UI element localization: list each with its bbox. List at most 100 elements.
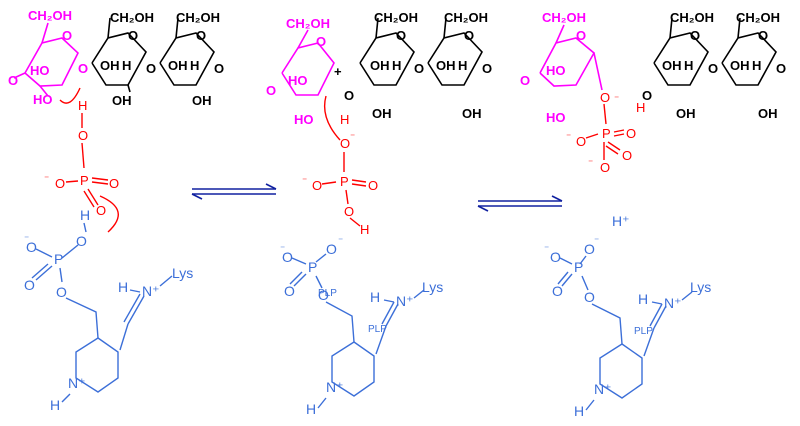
atom-label: O xyxy=(128,28,138,43)
atom-label: OH xyxy=(370,58,390,73)
atom-label: O xyxy=(146,61,156,76)
atom-label: N⁺ xyxy=(594,381,612,397)
plp-cofactor-1: H O P O ⁻ O O N⁺ H Lys N⁺ H xyxy=(24,207,193,413)
atom-label: ⁻ xyxy=(588,158,593,169)
atom-label: ⁻ xyxy=(350,132,355,143)
atom-label: H xyxy=(638,291,648,307)
atom-label: ⁻ xyxy=(566,132,571,143)
atom-label: O xyxy=(318,287,329,303)
atom-label: O xyxy=(76,233,87,249)
atom-label: PLP xyxy=(634,326,653,337)
atom-label: N⁺ xyxy=(396,293,414,309)
atom-label: O xyxy=(520,73,530,88)
equilibrium-arrow-1 xyxy=(191,183,277,200)
atom-label: P xyxy=(308,259,317,275)
atom-label: N⁺ xyxy=(326,379,344,395)
atom-label: O xyxy=(576,134,586,149)
atom-label: ⁻ xyxy=(44,174,49,185)
atom-label: CH₂OH xyxy=(28,8,72,23)
phosphate-group-2: O ⁻ P O ⁻ O O H xyxy=(302,132,378,237)
atom-label: CH₂OH xyxy=(176,10,220,25)
atom-label: H xyxy=(122,58,131,73)
glucose-1-phosphate: CH₂OH O O HO HO O P O ⁻ O O O ⁻ ⁻ xyxy=(520,10,636,175)
atom-label: O xyxy=(8,73,18,88)
glucose-chain-residue-6: CH₂OH O OH H OH O xyxy=(721,10,786,121)
stage-2-intermediate: CH₂OH O O HO HO + CH₂OH O O OH H OH O H … xyxy=(266,10,492,417)
atom-label: O xyxy=(316,34,326,49)
atom-label: OH xyxy=(112,93,132,108)
atom-label: H xyxy=(78,98,87,113)
atom-label: H xyxy=(684,58,693,73)
atom-label: O xyxy=(266,83,276,98)
atom-label: O xyxy=(326,241,337,257)
atom-label: ⁻ xyxy=(614,94,619,105)
atom-label: O xyxy=(708,61,718,76)
atom-label: N⁺ xyxy=(142,283,160,299)
atom-label: CH₂OH xyxy=(670,10,714,25)
atom-label: O xyxy=(584,241,595,257)
atom-label: H xyxy=(50,397,60,413)
atom-label: O xyxy=(776,61,786,76)
atom-label: OH xyxy=(662,58,682,73)
atom-label: O xyxy=(758,28,768,43)
atom-label: H xyxy=(370,289,380,305)
atom-label: P xyxy=(574,259,583,275)
atom-label: OH xyxy=(100,58,120,73)
atom-label: PLP xyxy=(318,288,337,299)
glucose-chain-residue-4: CH₂OH O OH H OH O xyxy=(427,10,492,121)
atom-label: OH xyxy=(192,93,212,108)
atom-label: P xyxy=(340,174,349,189)
atom-label: OH xyxy=(730,58,750,73)
atom-label: ⁻ xyxy=(24,234,29,245)
atom-label: O xyxy=(78,61,88,76)
atom-label: H xyxy=(360,222,369,237)
atom-label: OH xyxy=(372,106,392,121)
atom-label: O xyxy=(642,88,652,103)
plp-cofactor-2: O ⁻ P O ⁻ O O PLP PLP N⁺ H Lys N⁺ xyxy=(280,236,443,417)
atom-label: CH₂OH xyxy=(286,16,330,31)
atom-label: Lys xyxy=(172,265,193,281)
glucose-chain-residue-3: CH₂OH O O OH H OH O H xyxy=(340,10,424,127)
atom-label: O xyxy=(344,88,354,103)
phosphate-group-1: H O P O ⁻ O O xyxy=(44,98,119,233)
atom-label: CH₂OH xyxy=(110,10,154,25)
atom-label: HO xyxy=(288,73,308,88)
atom-label: O xyxy=(55,176,65,191)
glucose-chain-residue-5: CH₂OH O O H OH H OH O xyxy=(636,10,718,121)
atom-label: O xyxy=(552,283,563,299)
atom-label: OH xyxy=(436,58,456,73)
atom-label: H xyxy=(392,58,401,73)
atom-label: O xyxy=(396,28,406,43)
atom-label: O xyxy=(600,160,610,175)
atom-label: O xyxy=(78,128,88,143)
atom-label: H xyxy=(636,100,645,115)
atom-label: ⁻ xyxy=(594,236,599,247)
atom-label: HO xyxy=(546,110,566,125)
atom-label: H xyxy=(80,207,90,223)
atom-label: Lys xyxy=(690,279,711,295)
plp-cofactor-3: H⁺ O ⁻ P O ⁻ O O PLP N⁺ H Lys N⁺ xyxy=(544,213,711,419)
atom-label: O xyxy=(62,28,72,43)
atom-label: O xyxy=(600,90,610,105)
atom-label: + xyxy=(334,64,342,79)
atom-label: OH xyxy=(168,58,188,73)
atom-label: H xyxy=(574,403,584,419)
atom-label: O xyxy=(214,61,224,76)
atom-label: CH₂OH xyxy=(736,10,780,25)
stage-3-products: CH₂OH O O HO HO O P O ⁻ O O O ⁻ ⁻ CH xyxy=(520,10,786,419)
atom-label: Lys xyxy=(422,279,443,295)
glucose-chain-residue-2: CH₂OH O OH H OH O xyxy=(159,10,224,108)
atom-label: OH xyxy=(758,106,778,121)
atom-label: H xyxy=(190,58,199,73)
atom-label: N⁺ xyxy=(664,295,682,311)
atom-label: O xyxy=(56,284,67,300)
atom-label: H xyxy=(458,58,467,73)
atom-label: O xyxy=(414,61,424,76)
atom-label: CH₂OH xyxy=(374,10,418,25)
atom-label: O xyxy=(284,283,295,299)
atom-label: O xyxy=(368,178,378,193)
equilibrium-arrow-2 xyxy=(477,195,563,212)
atom-label: O xyxy=(464,28,474,43)
atom-label: H xyxy=(306,401,316,417)
